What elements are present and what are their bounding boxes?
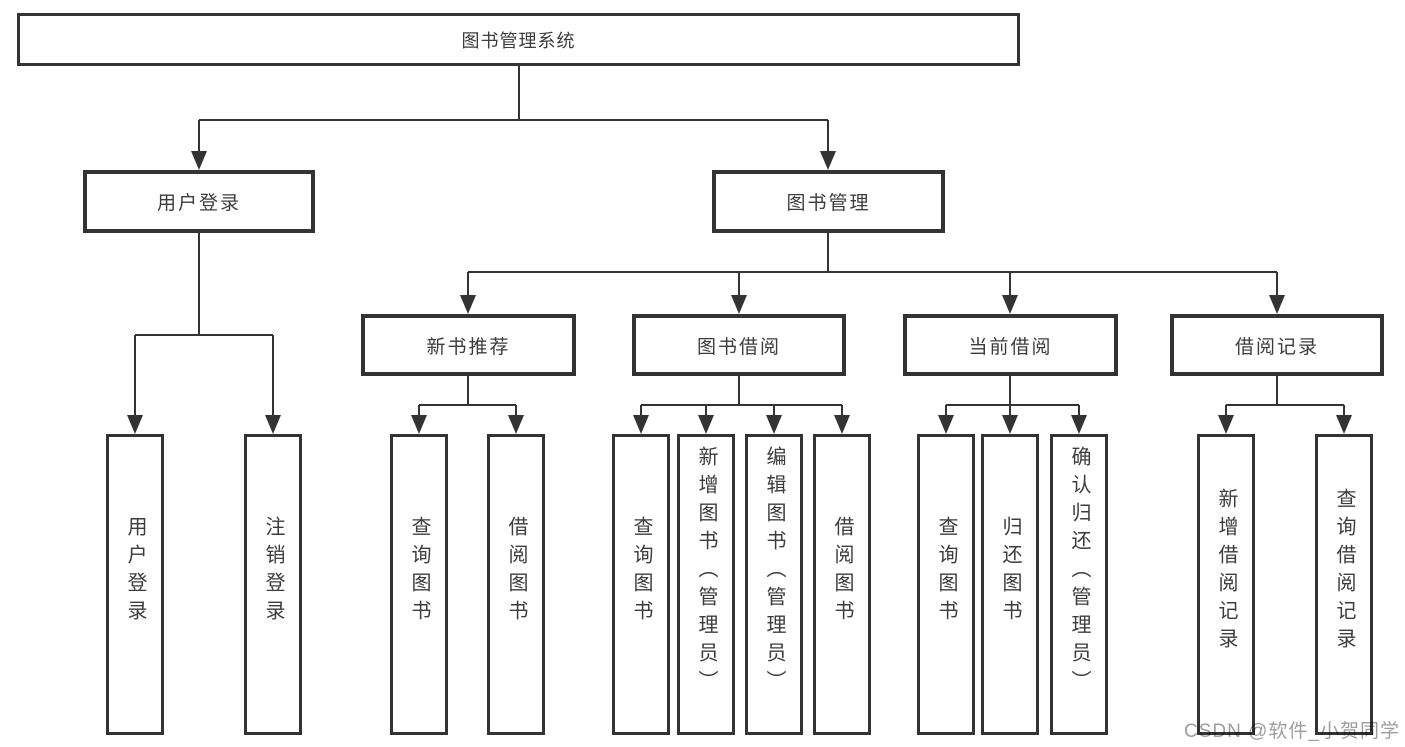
node-book-management: 图书管理	[712, 170, 945, 233]
node-label: 借阅图书	[831, 515, 853, 628]
node-leaf-logout: 注销登录	[244, 434, 302, 735]
node-new-book-recommend: 新书推荐	[361, 314, 576, 376]
node-label: 用户登录	[124, 515, 146, 628]
node-leaf-user-login: 用户登录	[106, 434, 164, 735]
node-leaf-confirm-return-admin: 确认归还（管理员）	[1050, 434, 1108, 735]
node-label: 确认归还（管理员）	[1068, 445, 1090, 698]
node-label: 图书管理系统	[461, 30, 576, 51]
node-leaf-return-books: 归还图书	[981, 434, 1039, 735]
node-library-system: 图书管理系统	[17, 13, 1020, 66]
node-leaf-borrow-books: 借阅图书	[813, 434, 871, 735]
node-leaf-query-books: 查询图书	[917, 434, 975, 735]
node-leaf-edit-books-admin: 编辑图书（管理员）	[745, 434, 803, 735]
csdn-watermark: CSDN @软件_小贺同学	[1184, 721, 1400, 742]
node-label: 归还图书	[999, 515, 1021, 628]
node-leaf-query-books: 查询图书	[390, 434, 448, 735]
node-label: 图书管理	[786, 193, 871, 214]
node-label: 借阅图书	[505, 515, 527, 628]
node-leaf-add-borrow-record: 新增借阅记录	[1197, 434, 1255, 735]
node-label: 查询图书	[408, 515, 430, 628]
node-leaf-query-borrow-record: 查询借阅记录	[1315, 434, 1373, 735]
node-borrowing-records: 借阅记录	[1170, 314, 1384, 376]
node-label: 当前借阅	[968, 336, 1053, 358]
node-label: 注销登录	[262, 515, 284, 628]
node-book-borrowing: 图书借阅	[632, 314, 846, 376]
node-label: 借阅记录	[1234, 336, 1319, 358]
node-label: 查询借阅记录	[1333, 487, 1355, 656]
node-label: 查询图书	[630, 515, 652, 628]
node-user-login: 用户登录	[83, 170, 315, 233]
node-label: 新增借阅记录	[1215, 487, 1237, 656]
node-label: 用户登录	[156, 193, 241, 214]
node-label: 图书借阅	[696, 336, 781, 358]
node-label: 编辑图书（管理员）	[763, 445, 785, 698]
node-leaf-add-books-admin: 新增图书（管理员）	[677, 434, 735, 735]
node-current-borrowing: 当前借阅	[903, 314, 1118, 376]
node-leaf-borrow-books: 借阅图书	[487, 434, 545, 735]
node-label: 新增图书（管理员）	[695, 445, 717, 698]
node-label: 新书推荐	[426, 336, 511, 358]
node-leaf-query-books: 查询图书	[612, 434, 670, 735]
node-label: 查询图书	[935, 515, 957, 628]
